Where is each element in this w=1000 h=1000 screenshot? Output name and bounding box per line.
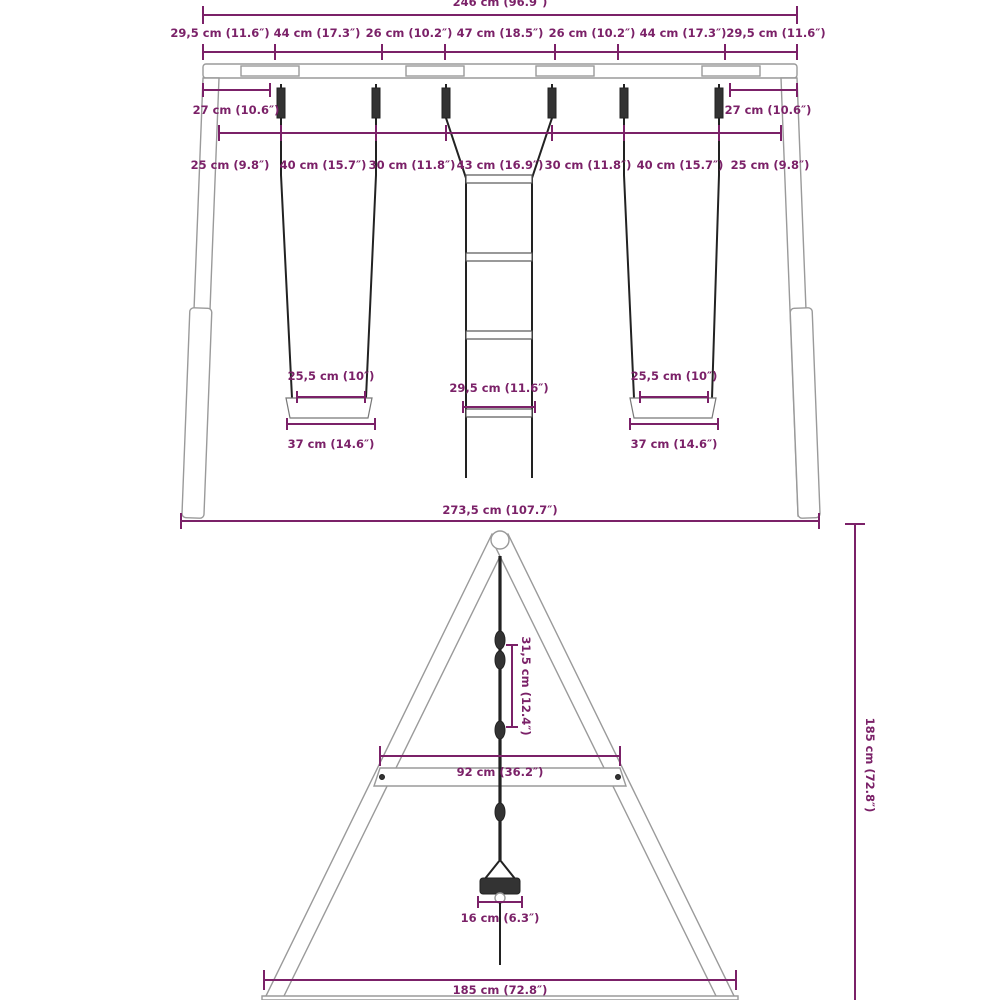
label-segment-2: 44 cm (17.3″) bbox=[274, 26, 361, 40]
rope-knot bbox=[494, 630, 506, 650]
beam-bracket bbox=[240, 65, 300, 77]
side-seat-bracket bbox=[481, 858, 519, 881]
side-view bbox=[261, 530, 739, 1000]
label-left-seat-outer: 37 cm (14.6″) bbox=[288, 437, 375, 451]
hook bbox=[441, 87, 451, 119]
label-row2-1: 25 cm (9.8″) bbox=[191, 158, 270, 172]
rope-knot bbox=[494, 802, 506, 822]
label-right-seat-inner: 25,5 cm (10″) bbox=[631, 369, 718, 383]
label-base-width: 273,5 cm (107.7″) bbox=[442, 503, 557, 517]
label-row2-3: 30 cm (11.8″) bbox=[369, 158, 456, 172]
top-beam bbox=[202, 63, 798, 79]
beam-bracket bbox=[405, 65, 465, 77]
left-leg-sleeve bbox=[181, 307, 213, 519]
right-leg-sleeve bbox=[789, 307, 821, 519]
label-row2-6: 40 cm (15.7″) bbox=[637, 158, 724, 172]
front-view bbox=[181, 63, 821, 519]
ladder-rung bbox=[465, 252, 533, 262]
hook bbox=[714, 87, 724, 119]
hook bbox=[547, 87, 557, 119]
rope-knot bbox=[494, 720, 506, 740]
label-right-seat-outer: 37 cm (14.6″) bbox=[631, 437, 718, 451]
right-swing-seat bbox=[629, 397, 717, 419]
label-left-seat-inner: 25,5 cm (10″) bbox=[288, 369, 375, 383]
ladder-rope-right bbox=[531, 84, 553, 478]
label-row2-5: 30 cm (11.8″) bbox=[545, 158, 632, 172]
label-height: 185 cm (72.8″) bbox=[863, 718, 877, 813]
label-crossbar-width: 92 cm (36.2″) bbox=[457, 765, 544, 779]
beam-bracket bbox=[701, 65, 761, 77]
label-segment-1: 29,5 cm (11.6″) bbox=[170, 26, 269, 40]
side-seat bbox=[479, 877, 521, 895]
ladder-rope-left bbox=[445, 84, 467, 478]
label-segment-3: 26 cm (10.2″) bbox=[366, 26, 453, 40]
left-swing-rope-left bbox=[280, 84, 293, 399]
left-swing-rope-right bbox=[365, 84, 377, 399]
hook bbox=[276, 87, 286, 119]
hook bbox=[619, 87, 629, 119]
side-view-dimensions: 31,5 cm (12.4″) 92 cm (36.2″) 16 cm (6.3… bbox=[263, 523, 877, 1000]
side-base bbox=[261, 995, 739, 1000]
right-swing-rope-left bbox=[623, 84, 635, 399]
left-swing-seat bbox=[285, 397, 373, 419]
label-hook-offset-left: 27 cm (10.6″) bbox=[193, 103, 280, 117]
ladder-rung bbox=[465, 330, 533, 340]
label-row2-7: 25 cm (9.8″) bbox=[731, 158, 810, 172]
ladder-rung bbox=[465, 174, 533, 184]
right-swing-rope-right bbox=[711, 84, 720, 399]
rope-knot bbox=[494, 650, 506, 670]
ladder-rung bbox=[465, 408, 533, 418]
label-total-top: 246 cm (96.9″) bbox=[453, 0, 548, 9]
label-row2-2: 40 cm (15.7″) bbox=[280, 158, 367, 172]
label-ladder-rung: 29,5 cm (11.6″) bbox=[449, 381, 548, 395]
label-side-base-width: 185 cm (72.8″) bbox=[453, 983, 548, 997]
label-seat-width: 16 cm (6.3″) bbox=[461, 911, 540, 925]
hook bbox=[371, 87, 381, 119]
front-view-dimensions: 246 cm (96.9″) 29,5 cm (11.6″) 44 cm (17… bbox=[170, 0, 826, 529]
label-segment-5: 26 cm (10.2″) bbox=[549, 26, 636, 40]
label-knot-spacing: 31,5 cm (12.4″) bbox=[519, 636, 533, 735]
label-hook-offset-right: 27 cm (10.6″) bbox=[725, 103, 812, 117]
label-row2-4: 43 cm (16.9″) bbox=[457, 158, 544, 172]
label-segment-7: 29,5 cm (11.6″) bbox=[726, 26, 825, 40]
label-segment-6: 44 cm (17.3″) bbox=[640, 26, 727, 40]
side-top-joint bbox=[490, 530, 510, 550]
label-segment-4: 47 cm (18.5″) bbox=[457, 26, 544, 40]
beam-bracket bbox=[535, 65, 595, 77]
